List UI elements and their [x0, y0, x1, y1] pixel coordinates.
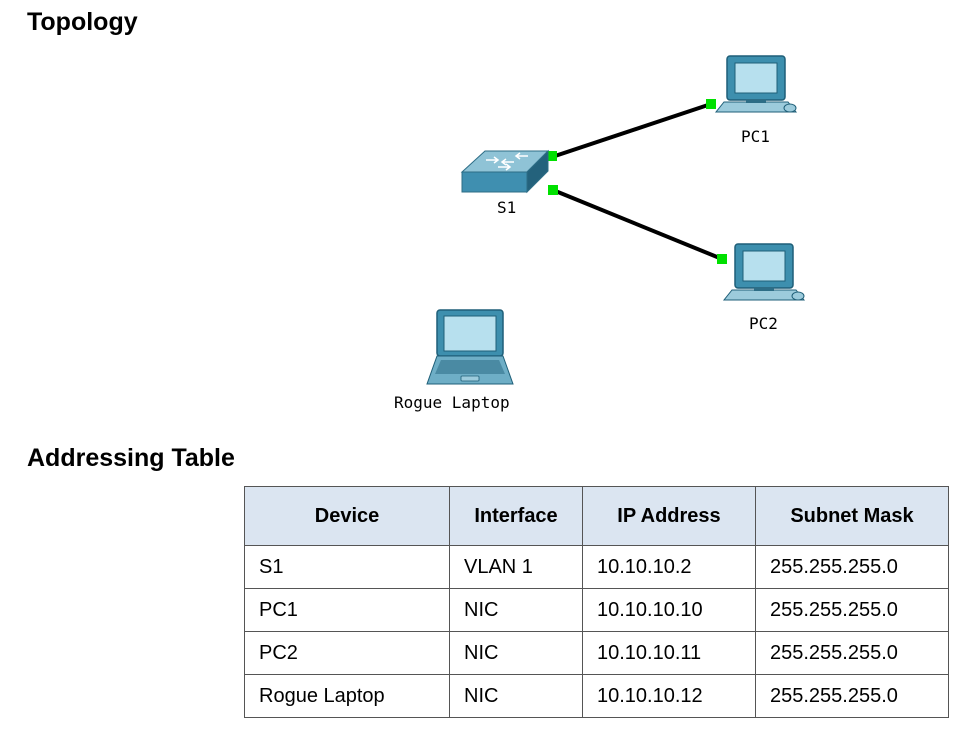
cell-subnet-mask: 255.255.255.0	[755, 588, 949, 632]
addressing-table: Device Interface IP Address Subnet Mask …	[244, 486, 949, 718]
cell-subnet-mask: 255.255.255.0	[755, 631, 949, 675]
cell-ip-address: 10.10.10.11	[582, 631, 756, 675]
link-light-pc1	[706, 99, 716, 109]
cell-ip-address: 10.10.10.10	[582, 588, 756, 632]
cell-interface: NIC	[449, 631, 583, 675]
cell-subnet-mask: 255.255.255.0	[755, 674, 949, 718]
cell-device: Rogue Laptop	[244, 674, 450, 718]
cell-interface: NIC	[449, 588, 583, 632]
topology-heading: Topology	[27, 8, 138, 36]
pc1-label: PC1	[741, 127, 770, 146]
topology-diagram: S1 PC1 PC2 Rogue Laptop	[394, 55, 806, 412]
column-header-interface: Interface	[449, 486, 583, 546]
column-header-device: Device	[244, 486, 450, 546]
cell-subnet-mask: 255.255.255.0	[755, 545, 949, 589]
link-light-s1-pc2	[548, 185, 558, 195]
table-row: PC2 NIC 10.10.10.11 255.255.255.0	[244, 631, 949, 675]
cell-device: S1	[244, 545, 450, 589]
pc1-icon[interactable]	[714, 55, 798, 113]
laptop-label: Rogue Laptop	[394, 393, 510, 412]
laptop-icon[interactable]	[426, 309, 514, 385]
cell-interface: VLAN 1	[449, 545, 583, 589]
table-header-row: Device Interface IP Address Subnet Mask	[244, 486, 949, 546]
pc2-label: PC2	[749, 314, 778, 333]
cell-ip-address: 10.10.10.12	[582, 674, 756, 718]
s1-label: S1	[497, 198, 516, 217]
cell-ip-address: 10.10.10.2	[582, 545, 756, 589]
cell-device: PC1	[244, 588, 450, 632]
switch-icon[interactable]	[460, 149, 550, 194]
table-row: S1 VLAN 1 10.10.10.2 255.255.255.0	[244, 545, 949, 589]
cell-device: PC2	[244, 631, 450, 675]
link-light-s1-pc1	[547, 151, 557, 161]
cable-s1-pc1	[551, 102, 712, 159]
table-row: Rogue Laptop NIC 10.10.10.12 255.255.255…	[244, 674, 949, 718]
column-header-ip-address: IP Address	[582, 486, 756, 546]
table-row: PC1 NIC 10.10.10.10 255.255.255.0	[244, 588, 949, 632]
cell-interface: NIC	[449, 674, 583, 718]
pc2-icon[interactable]	[722, 243, 806, 301]
column-header-subnet-mask: Subnet Mask	[755, 486, 949, 546]
link-light-pc2	[717, 254, 727, 264]
cable-s1-pc2	[552, 188, 723, 261]
addressing-table-heading: Addressing Table	[27, 444, 235, 472]
